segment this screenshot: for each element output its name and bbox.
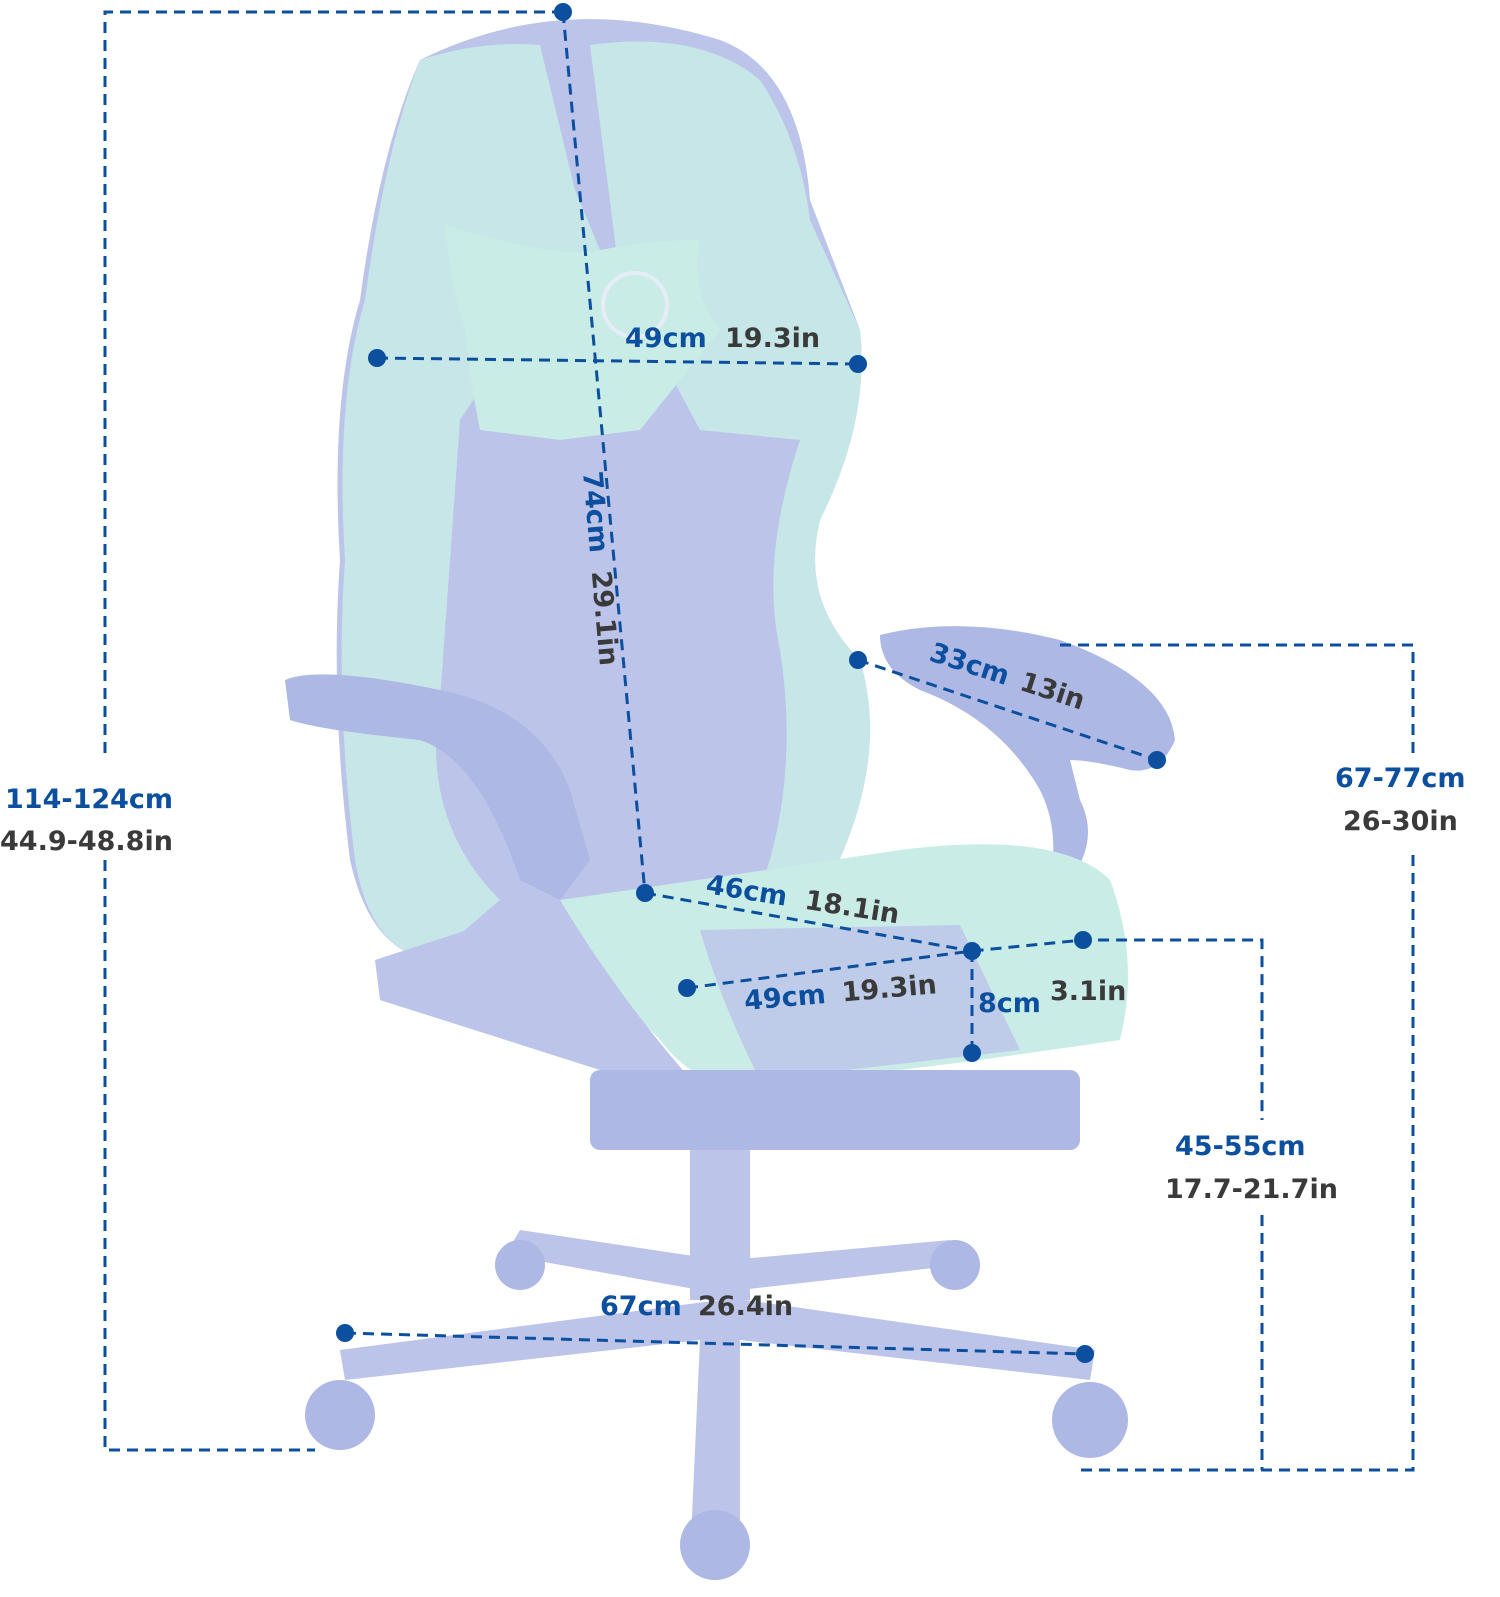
total-height-cm: 114-124cm	[5, 784, 173, 815]
chair	[285, 19, 1175, 1580]
wheel	[930, 1240, 980, 1290]
total-height-line	[103, 10, 563, 755]
armrest-height-line-lower	[1075, 855, 1415, 1472]
seat-height-in: 17.7-21.7in	[1165, 1174, 1338, 1205]
total-height-line-lower	[103, 860, 315, 1452]
armrest-right	[880, 626, 1175, 880]
armrest-height-cm: 67-77cm	[1335, 763, 1466, 794]
base-legs	[340, 1230, 1095, 1560]
dimension-lines	[103, 3, 1415, 1472]
cushion-in: 3.1in	[1050, 976, 1126, 1007]
wheel	[1052, 1382, 1128, 1458]
base-width-line	[344, 1331, 1086, 1356]
backrest-width-in: 19.3in	[725, 323, 820, 354]
armrest-height-in: 26-30in	[1343, 806, 1458, 837]
dimension-labels: 114-124cm 44.9-48.8in 74cm 29.1in 49cm 1…	[0, 323, 1466, 1322]
base-width-cm: 67cm	[600, 1291, 682, 1322]
backrest-height-line	[561, 11, 647, 894]
seat-width-cm: 49cm	[743, 979, 827, 1017]
seat-base	[375, 900, 700, 1090]
armrest-height-line	[1060, 643, 1415, 755]
armrest-left	[285, 674, 590, 900]
base-width-in: 26.4in	[698, 1291, 793, 1322]
backrest-height-cm: 74cm	[576, 470, 614, 554]
logo-emblem	[601, 271, 669, 339]
wheel	[680, 1510, 750, 1580]
backrest-width-line	[376, 356, 859, 366]
wheel	[305, 1380, 375, 1450]
seat-center	[700, 925, 1020, 1080]
seat-depth-line	[644, 891, 973, 953]
backrest-width-cm: 49cm	[625, 323, 707, 354]
dimension-dots	[336, 3, 1166, 1363]
total-height-in: 44.9-48.8in	[0, 826, 173, 857]
cushion-cm: 8cm	[978, 988, 1041, 1019]
seat-height-cm: 45-55cm	[1175, 1131, 1306, 1162]
footrest	[590, 1070, 1080, 1150]
armrest-length-line	[857, 658, 1158, 762]
wheel	[495, 1240, 545, 1290]
